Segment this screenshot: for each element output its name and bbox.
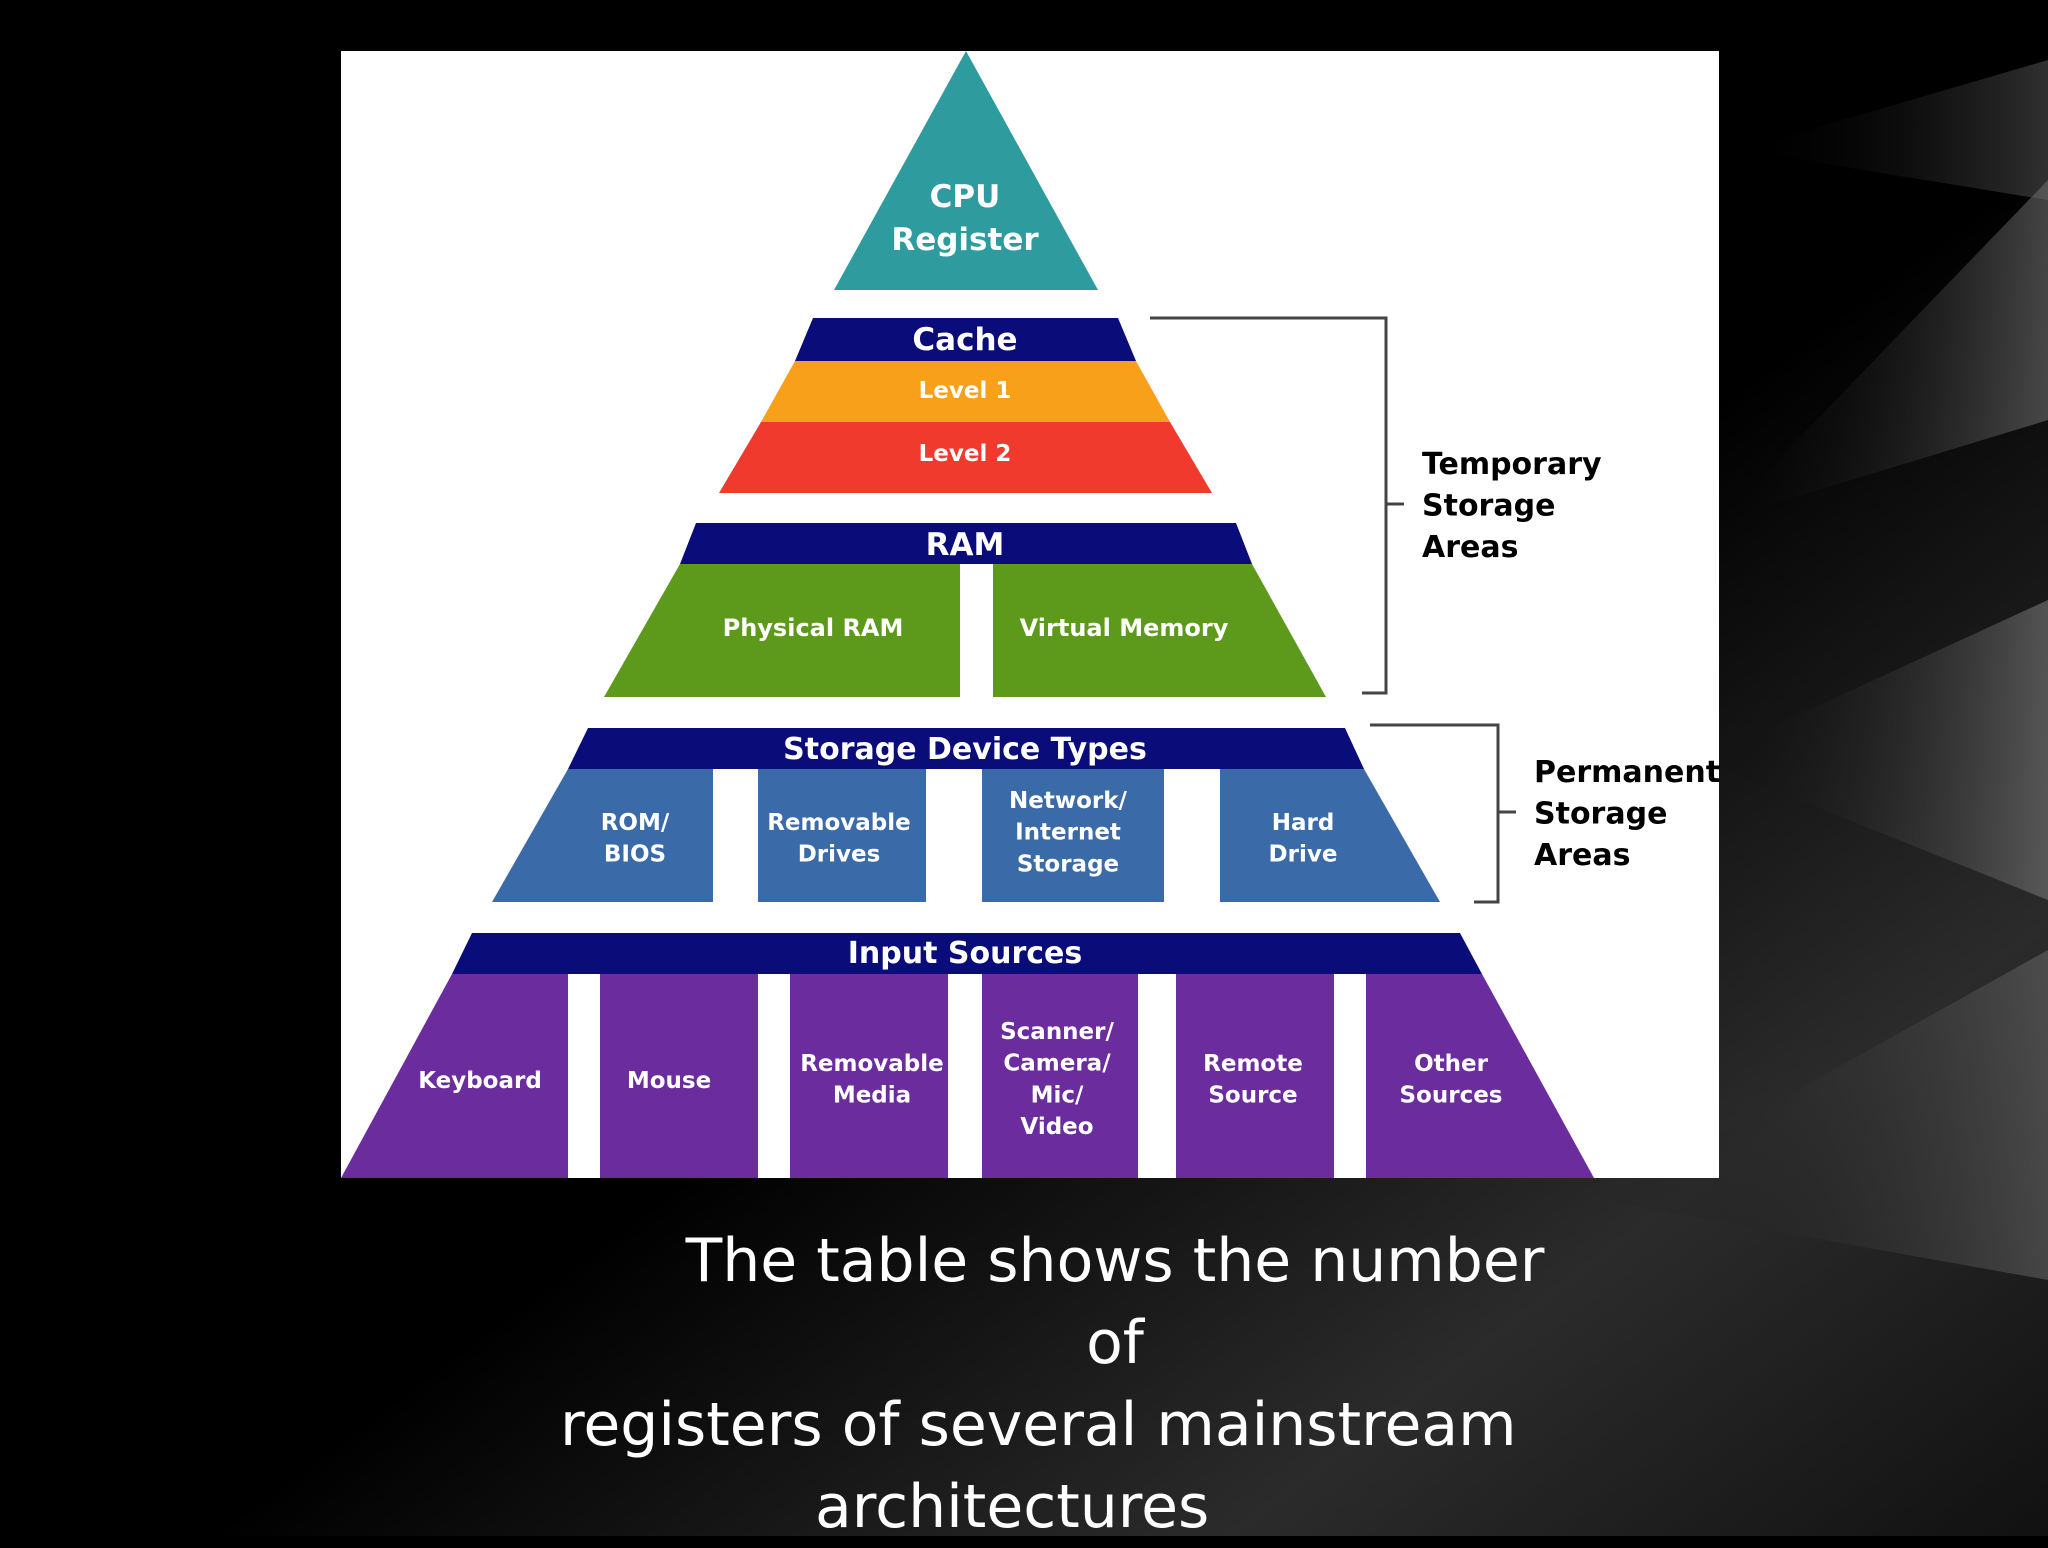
input-mouse bbox=[600, 974, 758, 1178]
storage-hard-drive bbox=[1220, 769, 1440, 902]
cache-level-2-label: Level 2 bbox=[919, 441, 1012, 467]
cache-level-1-label: Level 1 bbox=[919, 378, 1012, 404]
input-sources-header bbox=[452, 933, 1482, 974]
cache-level-2 bbox=[719, 422, 1212, 493]
caption-line-2: registers of several mainstream bbox=[560, 1390, 1517, 1460]
physical-ram-label: Physical RAM bbox=[723, 614, 904, 642]
storage-rom-bios bbox=[492, 769, 713, 902]
input-item-label: Mouse bbox=[627, 1068, 711, 1094]
storage-network-internet bbox=[982, 769, 1164, 902]
ram-header-label: RAM bbox=[926, 527, 1005, 563]
physical-ram-block bbox=[604, 564, 960, 697]
ram-header bbox=[680, 523, 1252, 564]
input-other-sources bbox=[1366, 974, 1594, 1178]
input-keyboard bbox=[341, 974, 568, 1178]
virtual-memory-block bbox=[993, 564, 1326, 697]
input-remote-source bbox=[1176, 974, 1334, 1178]
storage-header-label: Storage Device Types bbox=[783, 732, 1147, 767]
cpu-register-apex bbox=[834, 51, 1098, 290]
input-item-label: Keyboard bbox=[418, 1068, 542, 1094]
input-sources-header-label: Input Sources bbox=[848, 936, 1083, 971]
input-item-label: Scanner/Camera/Mic/Video bbox=[1000, 1019, 1114, 1140]
cache-level-1 bbox=[761, 361, 1170, 422]
cache-header-label: Cache bbox=[912, 322, 1017, 358]
input-removable-media bbox=[790, 974, 948, 1178]
cache-header bbox=[795, 318, 1136, 361]
storage-device-types-header bbox=[568, 728, 1364, 769]
storage-removable-drives bbox=[758, 769, 926, 902]
caption-line-1: The table shows the number of bbox=[685, 1226, 1545, 1378]
caption-line-3: architectures bbox=[815, 1472, 1210, 1542]
storage-item-label: ROM/BIOS bbox=[601, 810, 670, 868]
input-scanner-camera bbox=[982, 974, 1138, 1178]
slide-caption: The table shows the number of registers … bbox=[540, 1220, 1580, 1548]
virtual-memory-label: Virtual Memory bbox=[1020, 614, 1229, 642]
